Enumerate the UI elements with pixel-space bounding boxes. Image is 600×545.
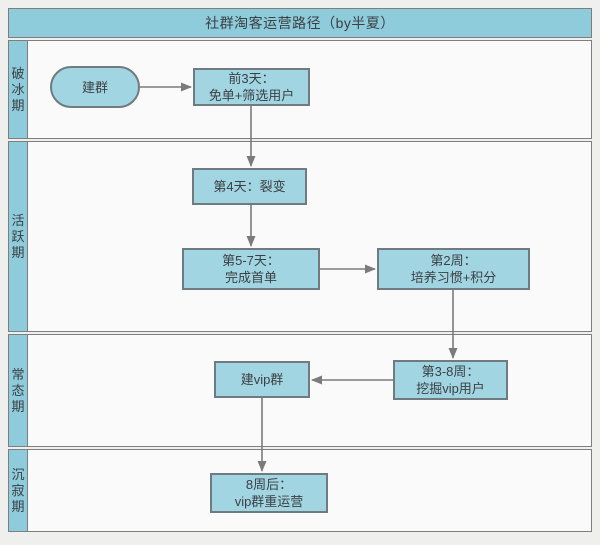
node-text: 第5-7天： [222, 253, 280, 268]
lane-label-text: 活跃期 [11, 212, 25, 260]
node-text: 免单+筛选用户 [208, 88, 295, 103]
node-text: 第4天：裂变 [213, 179, 286, 194]
lane-label-text: 常态期 [11, 366, 25, 414]
node-text: 完成首单 [224, 270, 277, 285]
lane-label-icebreaking: 破冰期 [8, 40, 28, 139]
node-week-2: 第2周： 培养习惯+积分 [377, 248, 530, 290]
node-create-vip-group: 建vip群 [214, 361, 310, 398]
node-week-3-8: 第3-8周： 挖掘vip用户 [393, 360, 508, 400]
node-day-5-7: 第5-7天： 完成首单 [182, 248, 320, 290]
diagram-title: 社群淘客运营路径（by半夏） [205, 15, 395, 31]
node-text: 第2周： [430, 253, 477, 268]
lane-label-text: 破冰期 [11, 65, 25, 113]
node-text: 挖掘vip用户 [416, 381, 485, 396]
node-text: vip群重运营 [234, 494, 304, 509]
node-day-4: 第4天：裂变 [192, 168, 307, 205]
lane-label-active: 活跃期 [8, 141, 28, 332]
swimlane-active: 活跃期 [8, 141, 592, 332]
lane-body-active [26, 141, 592, 332]
lane-label-text: 沉寂期 [11, 466, 25, 514]
node-text: 建vip群 [240, 372, 284, 387]
node-first-3-days: 前3天： 免单+筛选用户 [193, 68, 310, 106]
node-create-group: 建群 [50, 66, 140, 108]
node-text: 建群 [81, 79, 108, 95]
node-text: 第3-8周： [421, 364, 480, 379]
lane-label-silent: 沉寂期 [8, 449, 28, 532]
node-text: 8周后： [245, 477, 293, 492]
node-text: 培养习惯+积分 [410, 270, 497, 285]
lane-label-normal: 常态期 [8, 334, 28, 447]
node-text: 前3天： [228, 71, 275, 86]
diagram-title-bar: 社群淘客运营路径（by半夏） [8, 8, 592, 38]
node-after-8-weeks: 8周后： vip群重运营 [210, 473, 328, 513]
